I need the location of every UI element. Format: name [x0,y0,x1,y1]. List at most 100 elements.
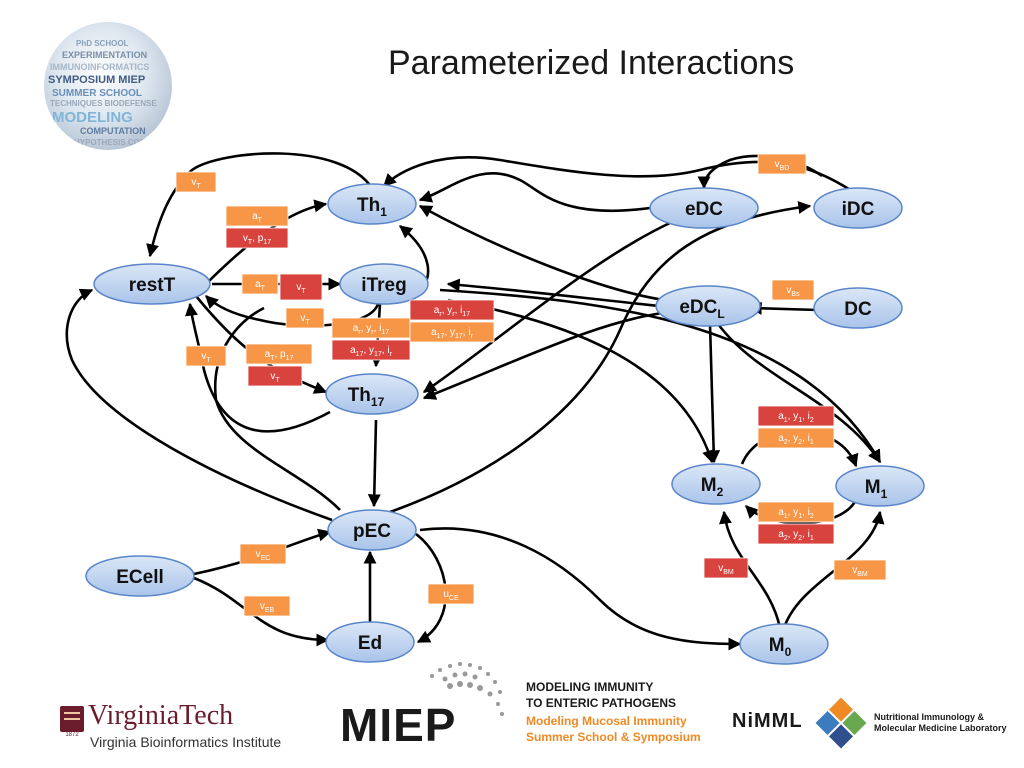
parameter-tag: vT, p17 [225,227,289,249]
parameter-tag: aT [241,273,279,295]
svg-text:vEB: vEB [260,601,275,614]
svg-text:aT: aT [252,211,263,224]
svg-text:a2, y2, i1: a2, y2, i1 [778,433,814,446]
svg-text:vBM: vBM [852,565,868,578]
svg-text:M1: M1 [865,477,888,501]
edge-m0-to-m2 [719,510,782,629]
edge-ecell-to-ed [193,576,330,647]
svg-text:restT: restT [129,275,176,296]
node-m0: M0 [739,623,829,665]
svg-text:vT: vT [201,351,211,364]
parameter-tag: aT, p17 [245,343,313,365]
svg-text:vT: vT [300,313,310,326]
nimml-diamond-icon [815,697,867,749]
svg-text:a17, y17, ir: a17, y17, ir [350,345,393,358]
nimml-word: NiMML [732,710,803,732]
svg-text:vBs: vBs [786,285,800,298]
logo-word: SYMPOSIUM MIEP [48,74,145,86]
parameter-tag: a2, y2, i1 [757,523,835,545]
svg-text:aT: aT [255,279,266,292]
parameter-tag: ar, yr, i17 [331,317,411,339]
parameter-tag: vBM [703,557,749,579]
parameter-tag: vT [285,307,325,329]
edge-pec-to-idc [389,201,812,514]
svg-text:a1, y1, i2: a1, y1, i2 [778,507,814,520]
virginia-tech-logo: 1872 VirginiaTech Virginia Bioinformatic… [60,700,320,760]
logo-word: EXPERIMENTATION [62,50,147,60]
logo-word: MODELING [52,109,133,126]
parameter-tag: vT [175,171,217,193]
miep-word: MIEP [340,699,457,751]
svg-text:vT: vT [296,282,306,295]
node-ecell: ECell [85,555,195,597]
parameter-tag: vBs [771,279,815,301]
svg-text:M2: M2 [701,475,724,499]
svg-text:Ed: Ed [358,633,382,654]
node-th17: Th17 [325,373,419,415]
parameter-tag: vT [247,365,303,387]
parameter-tag: ar, yr, i17 [409,299,495,321]
svg-text:eDCL: eDCL [679,297,724,321]
parameter-tag: a17, y17, ir [331,339,411,361]
svg-text:uCE: uCE [443,589,459,602]
edge-edcl-to-m2 [707,323,721,464]
node-ed: Ed [325,621,415,663]
node-edcl: eDCL [655,285,761,327]
nodes: restT Th1 iTreg Th17 pEC ECell Ed eDC [85,183,925,665]
node-m1: M1 [835,465,925,507]
logo-word: COMPUTATION [80,126,146,136]
logo-word: SUMMER SCHOOL [52,88,142,99]
svg-text:DC: DC [844,299,872,320]
parameter-tag: vT [279,273,323,301]
logo-word: HYPOTHESIS COOK [74,138,152,147]
svg-text:a17, y17, ir: a17, y17, ir [431,327,474,340]
logo-word: TECHNIQUES BIODEFENSE [50,99,157,108]
vt-name: VirginiaTech [88,700,234,731]
miep-line1: MODELING IMMUNITY [526,680,654,694]
node-th1: Th1 [327,183,417,225]
node-m2: M2 [671,463,761,505]
parameter-tag: uCE [427,583,475,605]
edge-th17-to-restt [185,302,331,433]
svg-text:vT: vT [270,371,280,384]
parameter-tag: a2, y2, i1 [757,427,835,449]
logo-word: IMMUNOINFORMATICS [50,62,149,72]
miep-dots-icon [430,662,504,716]
parameter-tag: vEB [243,595,291,617]
edge-edc-to-th1 [418,172,651,213]
svg-text:vEC: vEC [256,549,271,562]
svg-text:a2, y2, i1: a2, y2, i1 [778,529,814,542]
nimml-line2: Molecular Medicine Laboratory [874,723,1007,733]
svg-text:iTreg: iTreg [361,275,406,296]
miep-logo: MIEP MODELING IMMUNITY TO ENTERIC PATHOG… [340,652,720,762]
svg-text:Th1: Th1 [357,195,387,219]
edge-dc-to-edcl [748,301,819,315]
svg-text:ar, yr, i17: ar, yr, i17 [353,323,389,336]
vt-seal-year: 1872 [65,732,79,738]
edge-pec-to-m0 [419,527,742,651]
parameter-tag: vT [185,345,227,367]
miep-line2: TO ENTERIC PATHOGENS [526,696,677,710]
edge-itreg-to-m1 [439,288,882,464]
miep-line4: Summer School & Symposium [526,730,701,744]
nimml-line1: Nutritional Immunology & [874,712,984,722]
edge-pec-to-restt-b [213,306,341,511]
parameter-tag: vBD [757,153,807,175]
svg-text:vBD: vBD [775,159,790,172]
svg-text:iDC: iDC [842,199,875,220]
edge-edcl-to-itreg [446,278,661,308]
logo-word: PhD SCHOOL [76,39,129,48]
edge-th17-to-pec [367,419,381,508]
edge-m1-to-m2-bottom [745,499,858,525]
miep-line3: Modeling Mucosal Immunity [526,714,687,728]
edge-edc-to-th17 [422,220,673,394]
svg-text:vBM: vBM [718,563,734,576]
edge-pec-to-restt [65,288,333,522]
svg-text:eDC: eDC [685,199,723,220]
edge-edcl-to-th17 [422,310,671,400]
svg-text:aT, p17: aT, p17 [265,349,294,362]
node-edc: eDC [649,187,759,229]
vt-subtitle: Virginia Bioinformatics Institute [90,734,282,750]
svg-text:vT, p17: vT, p17 [243,233,271,246]
